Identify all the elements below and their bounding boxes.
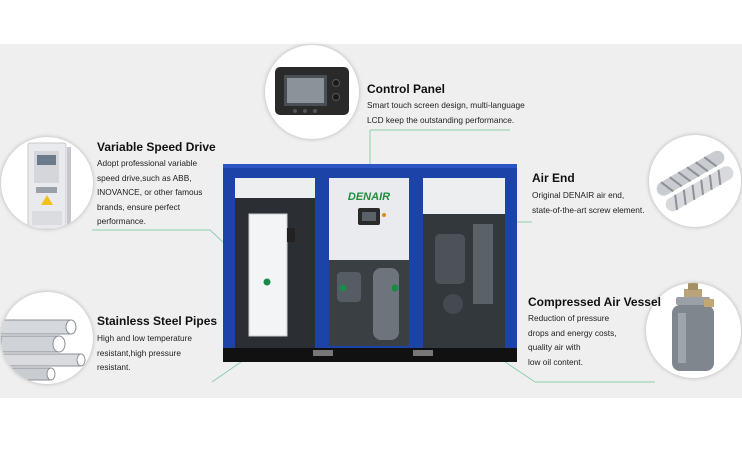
compressed-air-vessel-title: Compressed Air Vessel xyxy=(528,295,661,309)
variable-speed-drive-desc: Adopt professional variable speed drive,… xyxy=(97,158,203,226)
compressed-air-vessel-image xyxy=(646,283,741,378)
stainless-steel-pipes-desc: High and low temperature resistant,high … xyxy=(97,333,193,372)
machine-brand-logo: DENAIR xyxy=(348,191,390,203)
air-compressor-machine: DENAIR xyxy=(223,164,517,367)
control-panel-desc: Smart touch screen design, multi-languag… xyxy=(367,100,525,125)
stainless-steel-pipes-title: Stainless Steel Pipes xyxy=(97,314,218,328)
control-panel-title: Control Panel xyxy=(367,82,446,96)
variable-speed-drive-title: Variable Speed Drive xyxy=(97,140,216,154)
control-panel-image xyxy=(265,45,359,139)
compressed-air-vessel-desc: Reduction of pressure drops and energy c… xyxy=(528,313,617,367)
stainless-steel-pipes-image xyxy=(1,292,93,384)
variable-speed-drive-image xyxy=(1,137,93,229)
air-end-desc: Original DENAIR air end, state-of-the-ar… xyxy=(532,190,645,215)
air-end-image xyxy=(649,135,741,227)
air-end-title: Air End xyxy=(532,171,575,185)
